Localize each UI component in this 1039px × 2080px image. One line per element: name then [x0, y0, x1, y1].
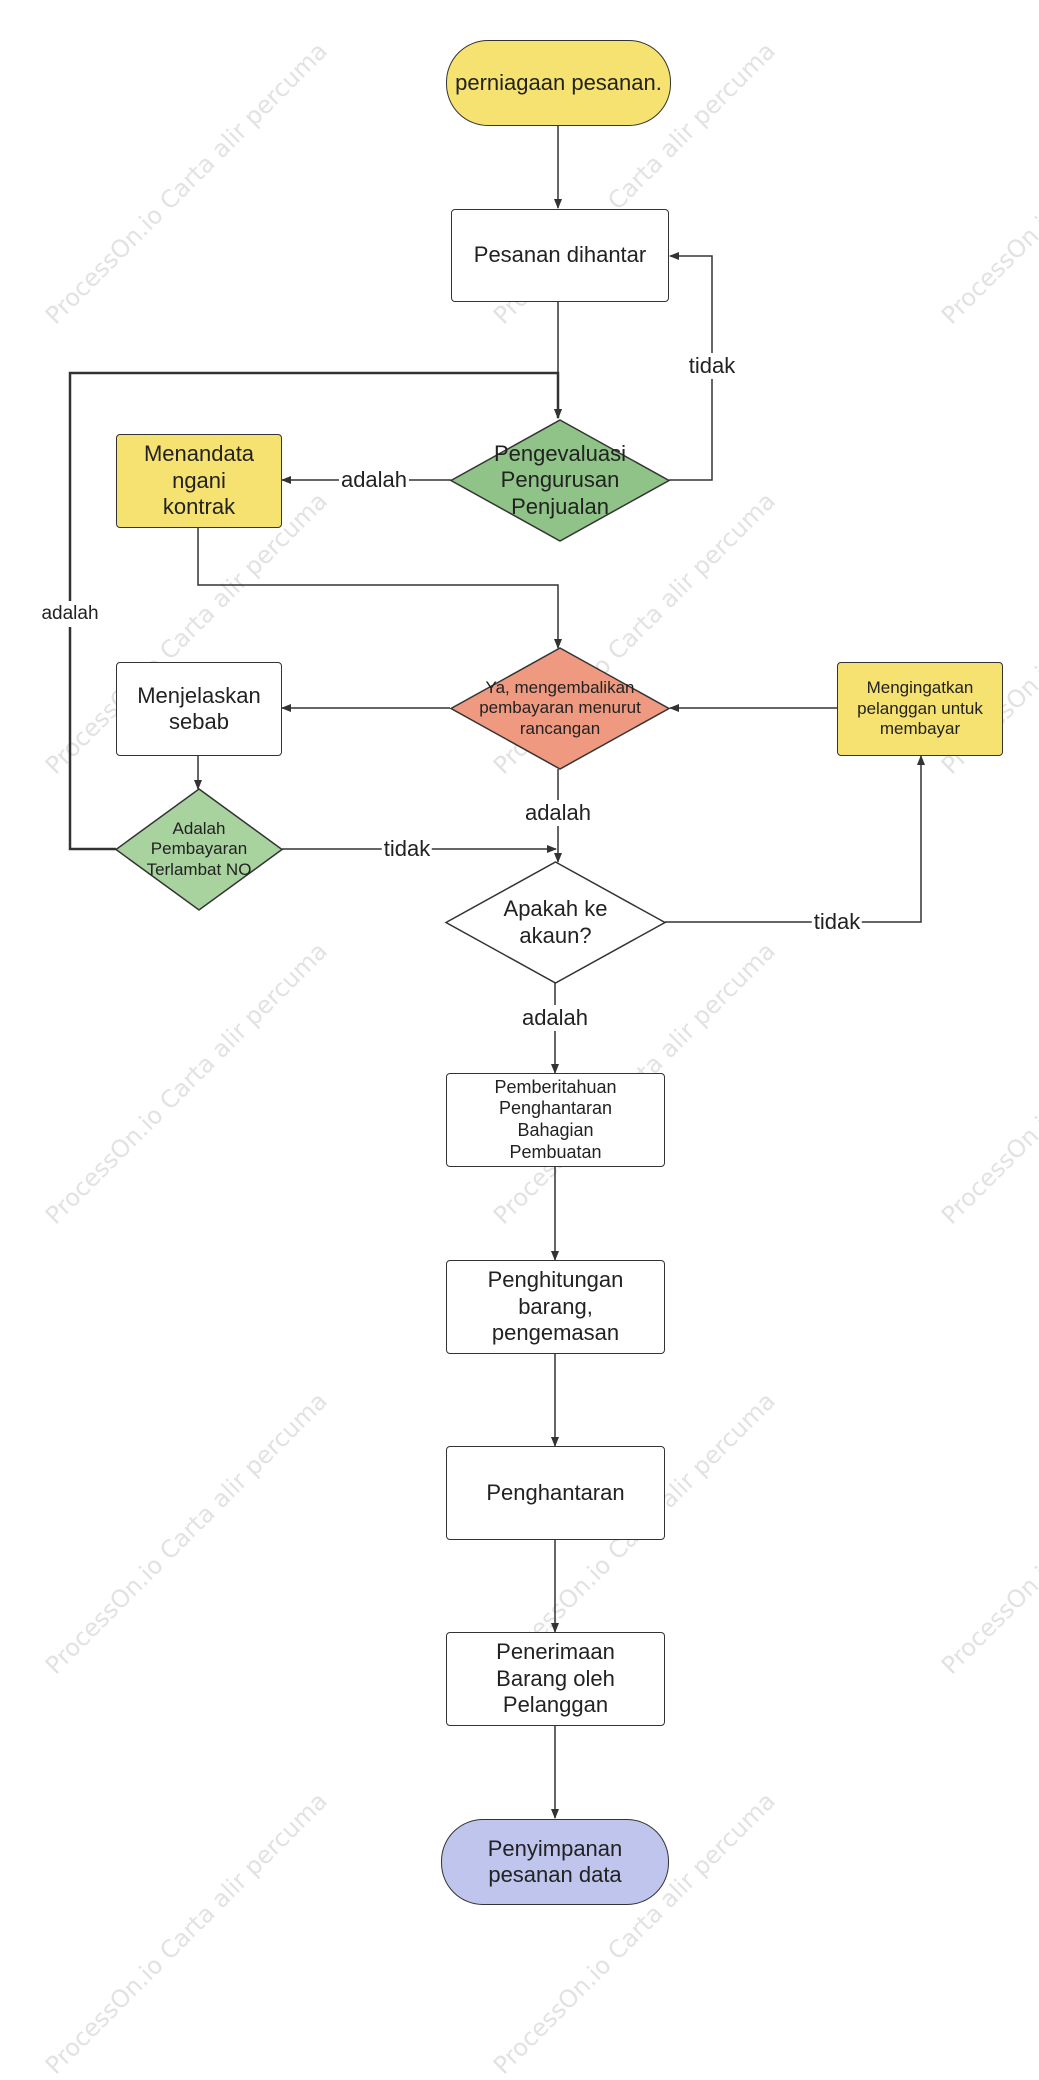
- explain-reason-box[interactable]: Menjelaskan sebab: [116, 662, 282, 756]
- sign-contract-label: Menandata ngani kontrak: [143, 441, 255, 520]
- edge-label-late-yes: adalah: [39, 601, 101, 627]
- receive-goods-box[interactable]: Penerimaan Barang oleh Pelanggan: [446, 1632, 665, 1726]
- flowchart-canvas: ProcessOn.io Carta alir percuma ProcessO…: [39, 37, 1039, 2080]
- sign-contract-box[interactable]: Menandata ngani kontrak: [116, 434, 282, 528]
- count-pack-box[interactable]: Penghitungan barang, pengemasan: [446, 1260, 665, 1354]
- sales-eval-shape: [449, 419, 671, 542]
- to-account-decision[interactable]: Apakah ke akaun?: [444, 861, 667, 984]
- edge-label-late-no: tidak: [381, 836, 433, 862]
- notify-production-box[interactable]: Pemberitahuan Penghantaran Bahagian Pemb…: [446, 1073, 665, 1167]
- receive-goods-label: Penerimaan Barang oleh Pelanggan: [496, 1639, 615, 1718]
- edge-late-yes-loop: [68, 371, 562, 851]
- store-data-label: Penyimpanan pesanan data: [487, 1835, 623, 1887]
- to-account-shape: [444, 861, 667, 984]
- sales-eval-label: Pengevaluasi Pengurusan Penjualan: [493, 440, 627, 519]
- refund-decision-label: Ya, mengembalikan pembayaran menurut ran…: [479, 677, 641, 738]
- late-payment-shape: [114, 788, 284, 911]
- remind-customer-box[interactable]: Mengingatkan pelanggan untuk membayar: [837, 662, 1003, 756]
- late-payment-label: Adalah Pembayaran Terlambat NO: [146, 818, 252, 879]
- to-account-label: Apakah ke akaun?: [503, 896, 608, 948]
- order-delivered-label: Pesanan dihantar: [473, 242, 647, 268]
- sales-eval-decision[interactable]: Pengevaluasi Pengurusan Penjualan: [449, 419, 671, 542]
- edge-label-eval-no: tidak: [686, 353, 738, 379]
- shipping-label: Penghantaran: [486, 1479, 625, 1505]
- late-payment-decision[interactable]: Adalah Pembayaran Terlambat NO: [114, 788, 284, 911]
- edge-label-eval-yes: adalah: [338, 467, 410, 493]
- explain-reason-label: Menjelaskan sebab: [137, 682, 261, 734]
- edge-label-refund-yes: adalah: [522, 800, 594, 826]
- connectors: [68, 126, 925, 1819]
- edge-account-no-to-remind: [665, 755, 925, 923]
- order-delivered-box[interactable]: Pesanan dihantar: [451, 209, 669, 302]
- edge-label-account-no: tidak: [811, 909, 863, 935]
- start-terminal[interactable]: perniagaan pesanan.: [446, 40, 671, 126]
- start-terminal-label: perniagaan pesanan.: [455, 69, 662, 95]
- edge-label-account-yes: adalah: [519, 1005, 591, 1031]
- shipping-box[interactable]: Penghantaran: [446, 1446, 665, 1540]
- notify-production-label: Pemberitahuan Penghantaran Bahagian Pemb…: [494, 1076, 617, 1162]
- edge-contract-to-refund: [197, 528, 562, 649]
- refund-decision-shape: [449, 647, 671, 770]
- store-data-terminal[interactable]: Penyimpanan pesanan data: [441, 1819, 669, 1905]
- refund-decision[interactable]: Ya, mengembalikan pembayaran menurut ran…: [449, 647, 671, 770]
- count-pack-label: Penghitungan barang, pengemasan: [487, 1267, 624, 1346]
- remind-customer-label: Mengingatkan pelanggan untuk membayar: [857, 678, 983, 739]
